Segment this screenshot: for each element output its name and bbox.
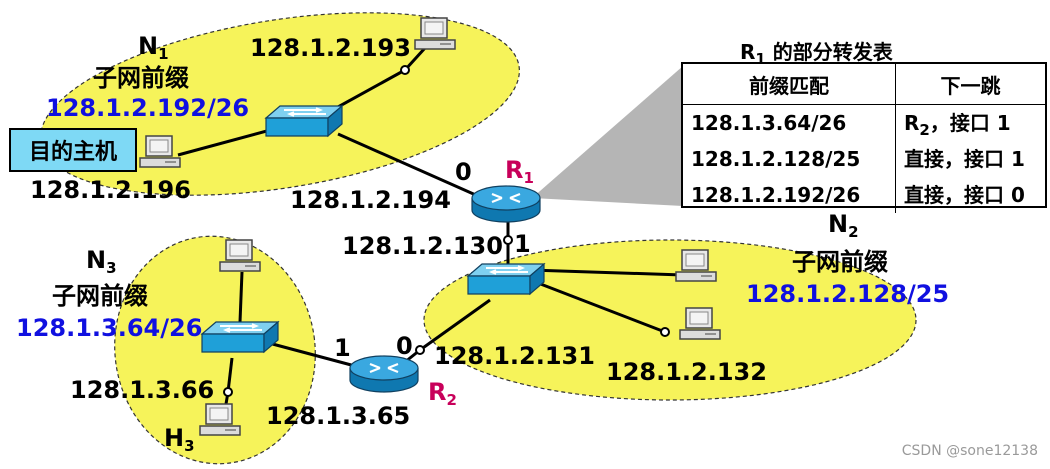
r1-if1-label: 1 [514, 230, 531, 258]
n3-prefix: 128.1.3.64/26 [16, 314, 203, 342]
table-row: 128.1.2.128/25 直接，接口 1 [683, 141, 1045, 177]
n2-bottom-host-ip: 128.1.2.132 [606, 358, 767, 386]
r2-if1-label: 1 [334, 334, 351, 362]
n1-prefix: 128.1.2.192/26 [46, 94, 250, 122]
n2-cloud [423, 239, 917, 401]
table-header-next-hop: 下一跳 [895, 64, 1045, 105]
r1-if1-ip: 128.1.2.130 [342, 232, 503, 260]
n2-prefix-caption: 子网前缀 [792, 248, 888, 276]
h3-host-name: H3 [164, 424, 195, 455]
r2-if0-ip: 128.1.2.131 [434, 342, 595, 370]
n2-switch-icon [467, 263, 545, 295]
destination-host-ip: 128.1.2.196 [30, 176, 191, 204]
r2-router-name: R2 [428, 378, 457, 409]
n3-switch-icon [201, 321, 279, 353]
row-prefix: 128.1.3.64/26 [683, 104, 896, 141]
n2-network-name: N2 [828, 210, 859, 241]
r2-router-icon [348, 354, 420, 394]
r1-router-icon [470, 184, 542, 224]
routing-table: 前缀匹配 下一跳 128.1.3.64/26 R2，接口 1 128.1.2.1… [681, 62, 1047, 213]
n1-network-name: N1 [138, 32, 169, 63]
routing-table-title: R1 的部分转发表 [740, 40, 893, 68]
row-next-hop: 直接，接口 0 [904, 183, 1025, 207]
table-row: 128.1.3.64/26 R2，接口 1 [683, 104, 1045, 141]
watermark: CSDN @sone12138 [901, 443, 1038, 459]
r1-if0-ip: 128.1.2.194 [290, 186, 451, 214]
h3-host-ip: 128.1.3.66 [70, 376, 215, 404]
row-prefix: 128.1.2.128/25 [683, 141, 896, 177]
row-prefix: 128.1.2.192/26 [683, 177, 896, 213]
row-next-hop: 直接，接口 1 [904, 147, 1025, 171]
n1-top-host-ip: 128.1.2.193 [250, 34, 411, 62]
r1-if0-label: 0 [455, 158, 472, 186]
n1-switch-icon [265, 105, 343, 137]
r2-if0-label: 0 [396, 332, 413, 360]
table-header-prefix: 前缀匹配 [683, 64, 896, 105]
r1-router-name: R1 [505, 156, 534, 187]
row-next-hop: R2，接口 1 [904, 111, 1011, 139]
destination-host-label: 目的主机 [9, 128, 137, 172]
r2-if1-ip: 128.1.3.65 [266, 402, 411, 430]
n1-prefix-caption: 子网前缀 [93, 64, 189, 92]
table-callout [532, 66, 683, 206]
n2-prefix: 128.1.2.128/25 [746, 280, 950, 308]
n3-network-name: N3 [86, 246, 117, 277]
n3-prefix-caption: 子网前缀 [52, 282, 148, 310]
table-row: 128.1.2.192/26 直接，接口 0 [683, 177, 1045, 213]
